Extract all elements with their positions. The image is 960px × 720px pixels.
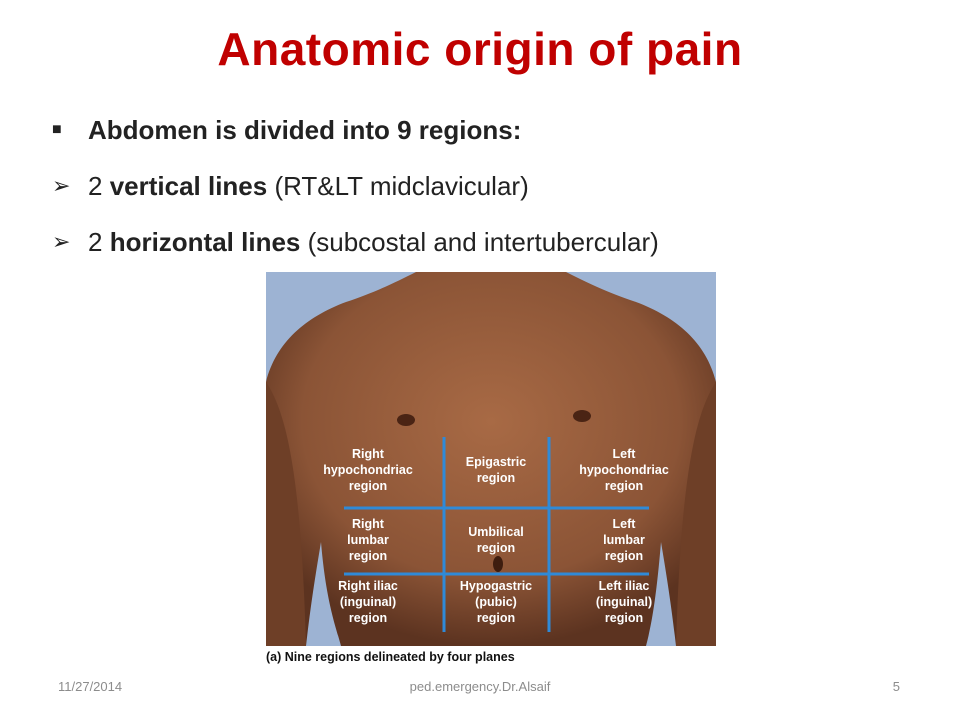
right-hypochondriac-region-label: Right hypochondriac region [323, 447, 413, 493]
abdomen-illustration: Right hypochondriac region Epigastric region… [266, 272, 716, 646]
figure-caption: (a) Nine regions delineated by four plan… [266, 650, 515, 664]
navel [493, 556, 503, 572]
bullet-text-post: (RT&LT midclavicular) [267, 171, 529, 201]
region-label-line: region [605, 479, 643, 493]
region-label-line: Right iliac [338, 579, 398, 593]
region-label-line: Left [613, 447, 637, 461]
bullet-item: ➢ 2 horizontal lines (subcostal and inte… [52, 222, 932, 278]
left-nipple [397, 414, 415, 426]
right-nipple [573, 410, 591, 422]
page-number: 5 [892, 679, 900, 694]
arrow-bullet-icon: ➢ [52, 229, 71, 254]
region-label-line: hypochondriac [579, 463, 669, 477]
region-label-line: hypochondriac [323, 463, 413, 477]
region-label-line: lumbar [347, 533, 389, 547]
arrow-bullet-icon: ➢ [52, 173, 71, 198]
hypogastric-region-label: Hypogastric (pubic) region [460, 579, 532, 625]
region-label-line: region [349, 611, 387, 625]
left-lumbar-region-label: Left lumbar region [603, 517, 645, 563]
abdomen-regions-figure: Right hypochondriac region Epigastric region… [266, 272, 716, 646]
umbilical-region-label: Umbilical region [468, 525, 524, 555]
region-label-line: region [605, 549, 643, 563]
region-label-line: (pubic) [475, 595, 517, 609]
torso-shape [266, 272, 716, 646]
region-label-line: region [349, 479, 387, 493]
bullet-text-pre: 2 [88, 171, 110, 201]
right-arm-shape [676, 382, 716, 646]
region-label-line: region [477, 471, 515, 485]
region-label-line: Right [352, 517, 385, 531]
left-arm-shape [266, 382, 306, 646]
epigastric-region-label: Epigastric region [466, 455, 526, 485]
bullet-item: ➢ 2 vertical lines (RT&LT midclavicular) [52, 166, 932, 222]
region-label-line: (inguinal) [340, 595, 396, 609]
bullet-text-pre: 2 [88, 227, 110, 257]
square-bullet-icon: ■ [52, 121, 62, 138]
slide-title: Anatomic origin of pain [217, 23, 743, 75]
right-lumbar-region-label: Right lumbar region [347, 517, 389, 563]
region-label-line: (inguinal) [596, 595, 652, 609]
region-label-line: region [477, 541, 515, 555]
region-labels: Right hypochondriac region Epigastric region… [323, 447, 669, 625]
region-label-line: region [477, 611, 515, 625]
left-hypochondriac-region-label: Left hypochondriac region [579, 447, 669, 493]
left-iliac-region-label: Left iliac (inguinal) region [596, 579, 652, 625]
footer-center-text: ped.emergency.Dr.Alsaif [409, 679, 551, 694]
region-label-line: Hypogastric [460, 579, 532, 593]
region-label-line: Left [613, 517, 637, 531]
region-label-line: Left iliac [599, 579, 650, 593]
right-iliac-region-label: Right iliac (inguinal) region [338, 579, 398, 625]
bullet-text-bold: vertical lines [109, 171, 268, 201]
bullet-text: Abdomen is divided into 9 regions: [88, 115, 522, 145]
region-label-line: lumbar [603, 533, 645, 547]
region-label-line: Epigastric [466, 455, 526, 469]
region-label-line: Right [352, 447, 385, 461]
region-label-line: Umbilical [468, 525, 524, 539]
region-grid-lines [344, 437, 649, 632]
region-label-line: region [605, 611, 643, 625]
region-label-line: region [349, 549, 387, 563]
bullet-item: ■ Abdomen is divided into 9 regions: [52, 110, 932, 166]
bullet-list: ■ Abdomen is divided into 9 regions: ➢ 2… [52, 110, 932, 278]
bullet-text-bold: horizontal lines [109, 227, 301, 257]
bullet-text-post: (subcostal and intertubercular) [300, 227, 659, 257]
footer-date: 11/27/2014 [58, 679, 123, 694]
